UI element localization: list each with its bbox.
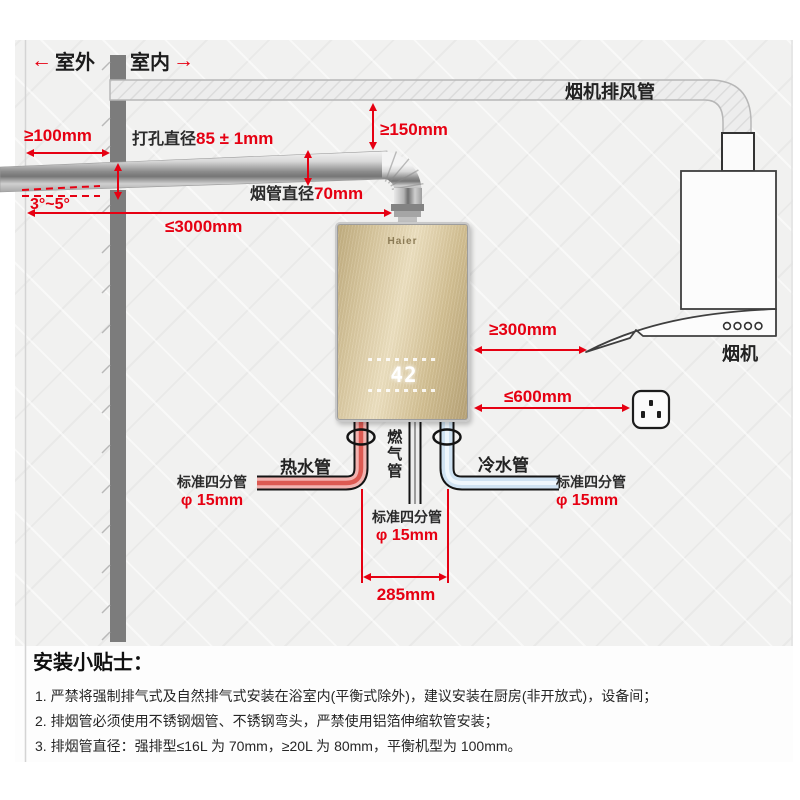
hot-pipe-clamp [346, 428, 376, 446]
cold-pipe-spec: 标准四分管 φ 15mm [556, 474, 656, 510]
hot-pipe-spec-diameter: φ 15mm [180, 491, 244, 509]
hood-canopy [585, 308, 777, 353]
cold-pipe-clamp [432, 428, 462, 446]
cold-pipe-spec-diameter: φ 15mm [556, 491, 619, 509]
hole-diameter-label: 打孔直径85 ± 1mm [132, 129, 273, 149]
range-hood [585, 170, 777, 353]
outdoor-label: 室外 [55, 52, 95, 74]
exhaust-duct-label: 烟机排风管 [565, 82, 655, 102]
flue-diameter-value: 70mm [314, 184, 364, 203]
region-outdoor: ← 室外 [31, 46, 95, 75]
flue-diameter-label: 烟管直径70mm [250, 184, 363, 204]
tip-item-3: 3. 排烟管直径：强排型≤16L 为 70mm，≥20L 为 80mm，平衡机型… [35, 738, 522, 754]
flue-pipe [0, 150, 424, 223]
tip-item-2: 2. 排烟管必须使用不锈钢烟管、不锈钢弯头，严禁使用铝箔伸缩软管安装； [35, 713, 499, 729]
range-hood-label: 烟机 [722, 344, 758, 364]
socket-clearance-label: ≤600mm [504, 387, 572, 406]
display-status-row [368, 358, 440, 361]
max-flue-length-label: ≤3000mm [165, 217, 243, 236]
flue-diameter-prefix: 烟管直径 [250, 186, 315, 203]
hot-water-pipe [257, 421, 369, 491]
wall-hatch-ticks [101, 61, 111, 641]
hood-buttons [722, 321, 763, 331]
wall [101, 55, 126, 642]
gas-pipe-label: 燃气管 [385, 429, 403, 480]
outdoor-clearance-label: ≥100mm [24, 126, 92, 145]
hot-pipe-spec: 标准四分管 φ 15mm [162, 474, 262, 510]
frame-lines [24, 40, 793, 762]
power-socket [631, 389, 671, 430]
hot-pipe-spec-name: 标准四分管 [177, 474, 247, 490]
cold-pipe-spec-name: 标准四分管 [556, 474, 626, 490]
heater-display: 42 [354, 355, 454, 395]
heater-brand-logo: Haier [387, 236, 418, 247]
gas-pipe-spec-diameter: φ 15mm [375, 526, 439, 544]
region-indoor: 室内 → [130, 46, 194, 75]
slope-label: 3°~5° [30, 196, 70, 213]
hot-pipe-label: 热水管 [280, 458, 331, 477]
hood-chimney-connector [721, 132, 755, 172]
indoor-label: 室内 [130, 52, 170, 74]
water-heater: Haier 42 [335, 222, 470, 422]
gas-pipe-spec: 标准四分管 φ 15mm [366, 509, 448, 545]
right-arrow-icon: → [173, 48, 194, 72]
top-clearance-label: ≥150mm [380, 120, 448, 139]
tips-title: 安装小贴士： [33, 652, 153, 674]
display-button-row [368, 389, 440, 393]
hood-clearance-label: ≥300mm [489, 320, 557, 339]
hole-diameter-prefix: 打孔直径 [132, 131, 197, 148]
exhaust-duct [109, 79, 755, 172]
cold-pipe-label: 冷水管 [478, 456, 529, 475]
display-temperature: 42 [390, 363, 418, 387]
cold-water-pipe [439, 421, 559, 491]
left-arrow-icon: ← [31, 48, 52, 72]
measurement-arrows [21, 103, 630, 583]
tips-background [15, 646, 793, 762]
tip-item-1: 1. 严禁将强制排气式及自然排气式安装在浴室内(平衡式除外)，建议安装在厨房(非… [35, 688, 658, 704]
service-pipes [257, 421, 559, 504]
pipe-spacing-label: 285mm [376, 585, 436, 604]
hole-diameter-value: 85 ± 1mm [196, 129, 274, 148]
gas-pipe-spec-name: 标准四分管 [372, 509, 442, 525]
